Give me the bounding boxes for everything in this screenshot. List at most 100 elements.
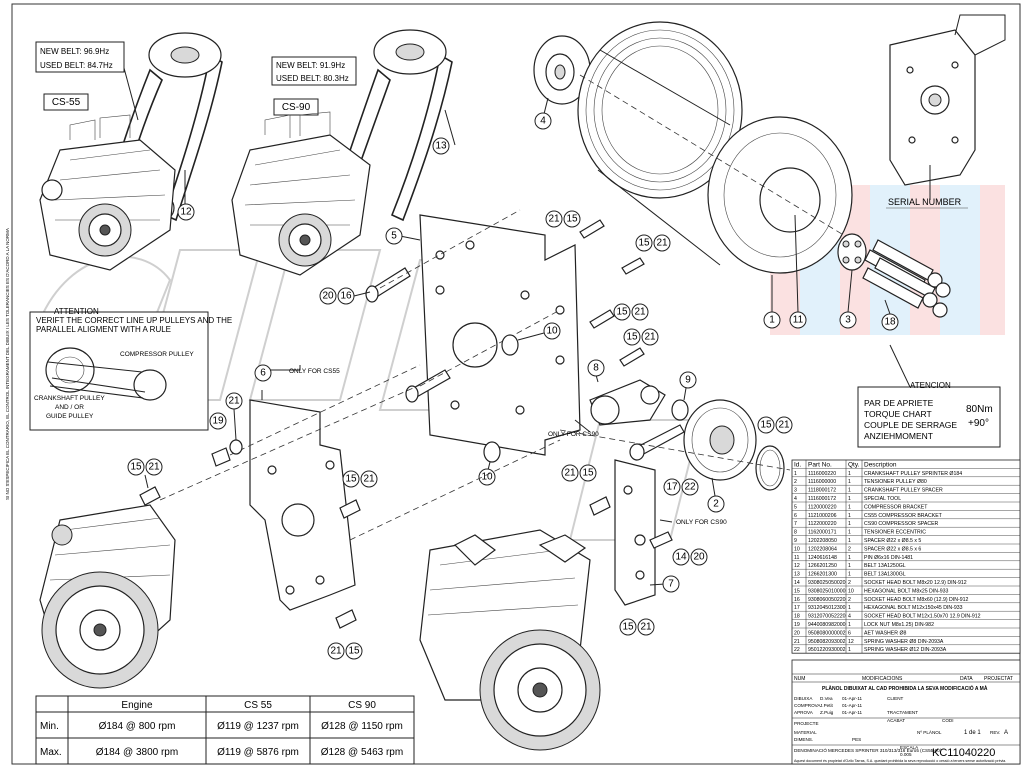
parts-cell: 1 [848, 513, 851, 519]
parts-cell: 4 [794, 496, 797, 502]
material-label: MATERIAL [794, 730, 817, 735]
parts-cell: SPRING WASHER Ø12 DIN-2093A [864, 647, 947, 653]
modif-col: PROJECTAT [984, 676, 1013, 682]
rpm-cs55: Ø119 @ 1237 rpm [217, 721, 299, 732]
balloon-21f: 21 [148, 462, 160, 473]
field-value: Z.Puig [820, 710, 834, 715]
serial-number-label: SERIAL NUMBER [888, 197, 962, 207]
parts-cell: 3 [794, 488, 797, 494]
parts-cell: 11 [794, 555, 799, 561]
balloon-21c: 21 [634, 307, 646, 318]
parts-cell: 19 [794, 622, 800, 628]
parts-cell: 12 [848, 639, 854, 645]
spacer-7: ONLY FOR CS90 7 14 20 15 21 21 15 [561, 459, 727, 636]
balloon-8: 8 [593, 363, 599, 374]
field-label: APROVA [794, 710, 814, 715]
balloon-16: 16 [340, 291, 352, 302]
parts-cell: COMPRESSOR BRACKET [864, 504, 928, 510]
parts-cell: 9312045012300 [808, 605, 846, 611]
parts-cell: 4 [848, 614, 851, 620]
parts-cell: 1202208050 [808, 538, 837, 544]
parts-cell: 1116000220 [808, 471, 836, 477]
parts-cell: HEXAGONAL BOLT M8x25 DIN-933 [864, 588, 948, 594]
field-label: DIBUIXA [794, 696, 813, 701]
parts-cell: 1 [848, 496, 851, 502]
parts-header: Description [864, 461, 897, 468]
parts-cell: 2 [794, 479, 797, 485]
balloon-15e: 15 [130, 462, 142, 473]
cs55-new-belt: NEW BELT: 96.9Hz [40, 47, 109, 56]
rpm-cs90: Ø128 @ 5463 rpm [321, 747, 403, 758]
balloon-21b: 21 [656, 238, 668, 249]
left-bolts: 15 21 15 21 21 15 [127, 458, 378, 660]
parts-cell: 1 [848, 471, 851, 477]
project-label: PROJECTE [794, 721, 819, 726]
bracket-5: 5 20 16 10 10 [319, 209, 581, 486]
parts-cell: SPECIAL TOOL [864, 496, 901, 502]
parts-cell: 1116000172 [808, 496, 836, 502]
cs90-assembly: NEW BELT: 91.9Hz USED BELT: 80.3Hz CS-90… [231, 29, 456, 276]
parts-cell: 1 [848, 647, 851, 653]
attention-crank3: GUIDE PULLEY [46, 413, 94, 420]
only-cs90-label-a: ONLY FOR CS90 [548, 431, 599, 438]
parts-cell: SOCKET HEAD BOLT M8x60 (12.9) DIN-912 [864, 597, 968, 603]
balloon-3: 3 [845, 315, 851, 326]
parts-cell: SPACER Ø22 x Ø8.5 x 5 [864, 538, 921, 544]
parts-header: Id. [794, 461, 801, 468]
field-label: COMPROVA [794, 703, 821, 708]
parts-cell: 1120000220 [808, 504, 837, 510]
torque-value-1: 80Nm [966, 404, 993, 415]
balloon-15d: 15 [626, 332, 638, 343]
parts-cell: 1 [848, 488, 851, 494]
balloon-15i: 15 [622, 622, 634, 633]
parts-cell: 6 [794, 513, 797, 519]
parts-cell: 1 [848, 555, 851, 561]
parts-cell: 9308025050020 [808, 580, 846, 586]
rpm-cs90: Ø128 @ 1150 rpm [321, 721, 403, 732]
parts-cell: 1 [848, 572, 851, 578]
parts-cell: 17 [794, 605, 800, 611]
balloon-21g: 21 [363, 474, 375, 485]
atencion-title: ATENCION [910, 381, 951, 390]
parts-cell: TENSIONER ECCENTRIC [864, 530, 926, 536]
parts-cell: HEXAGONAL BOLT M12x150x45 DIN-933 [864, 605, 963, 611]
parts-cell: 7 [794, 521, 797, 527]
balloon-15c: 15 [616, 307, 628, 318]
balloon-21d: 21 [644, 332, 656, 343]
torque-value-2: +90° [968, 418, 989, 429]
balloon-19: 19 [212, 416, 224, 427]
modif-col: DATA [960, 676, 973, 682]
attention-box: ATTENTION VERIFT THE CORRECT LINE UP PUL… [29, 307, 232, 431]
parts-cell: 18 [794, 614, 800, 620]
code-label: CODI [942, 718, 953, 723]
parts-cell: CRANKSHAFT PULLEY SPACER [864, 488, 943, 494]
only-cs90-label-b: ONLY FOR CS90 [676, 519, 727, 526]
parts-cell: 1121000206 [808, 513, 837, 519]
balloon-21e: 21 [228, 396, 240, 407]
field-value: D.Vea [820, 696, 833, 701]
parts-cell: BELT 13A1300GL [864, 572, 906, 578]
parts-cell: 9308060050220 [808, 597, 846, 603]
torque-line-3: ANZIEHMOMENT [864, 431, 933, 441]
parts-cell: SOCKET HEAD BOLT M12x1.50x70 12.9 DIN-91… [864, 614, 981, 620]
parts-cell: 1 [848, 521, 851, 527]
attention-crank2: AND / OR [55, 404, 84, 411]
nut-group: 21 19 [209, 392, 243, 467]
side-note: SI NO S'ESPECIFICA EL CONTRARIO, EL CONT… [5, 228, 10, 500]
balloon-2: 2 [713, 499, 719, 510]
parts-cell: 10 [794, 546, 800, 552]
parts-table-frame [791, 459, 1021, 654]
rpm-cs55: Ø119 @ 5876 rpm [217, 747, 299, 758]
parts-cell: 1 [848, 479, 851, 485]
parts-cell: 9508082093002 [808, 639, 846, 645]
sheet-value: 1 de 1 [964, 730, 981, 736]
parts-cell: BELT 13A1250GL [864, 563, 906, 569]
field-date: 01-Apr-11 [842, 703, 863, 708]
cs90-tag: CS-90 [282, 102, 311, 113]
balloon-6: 6 [260, 368, 266, 379]
parts-cell: 1 [848, 605, 851, 611]
balloon-21j: 21 [640, 622, 652, 633]
rpm-table-frame [35, 695, 415, 765]
